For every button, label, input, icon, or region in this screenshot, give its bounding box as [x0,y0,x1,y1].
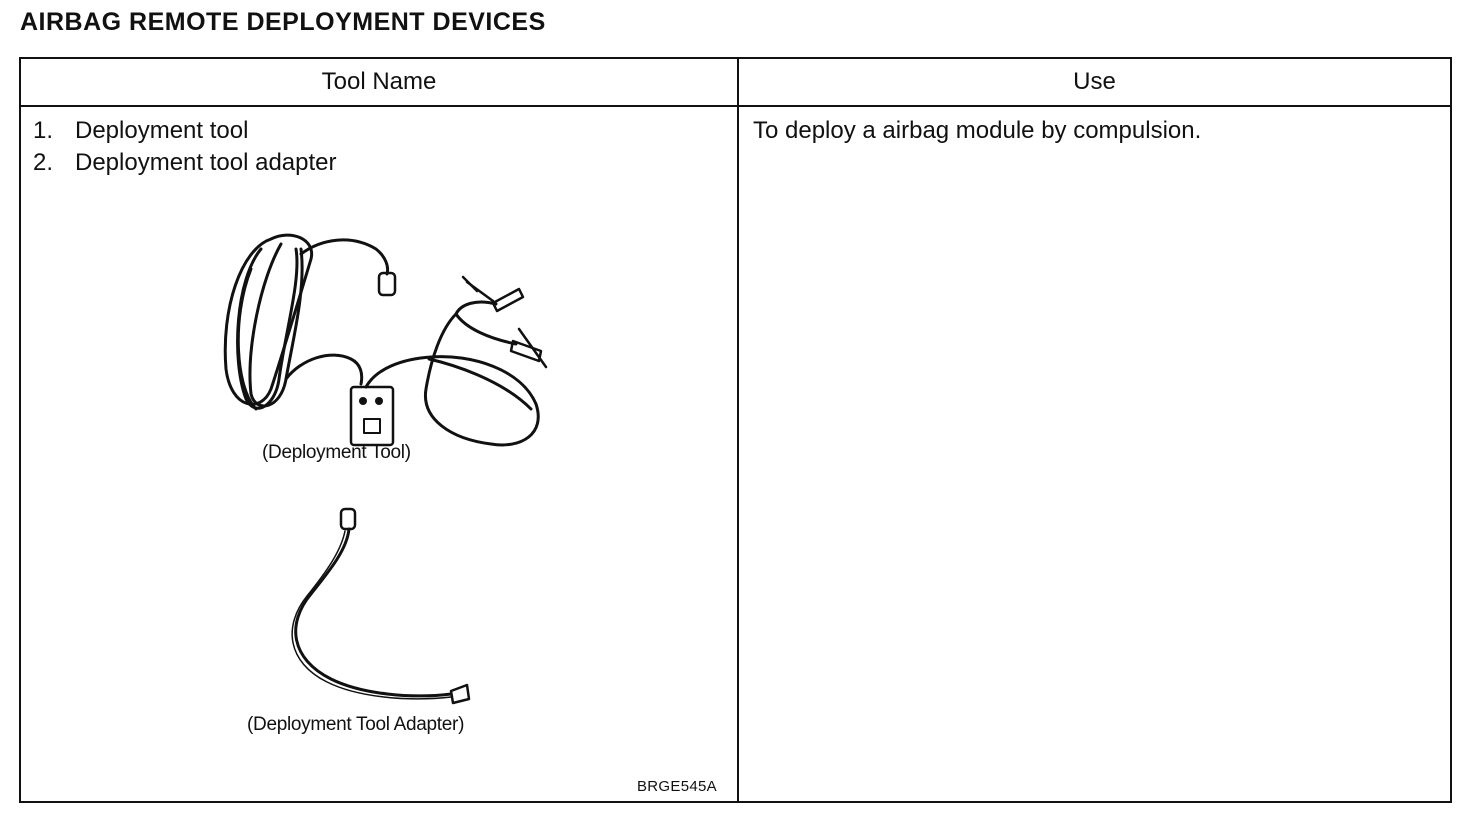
list-item-number: 2. [33,149,54,176]
deployment-tool-illustration [223,233,548,447]
list-item-label: Deployment tool adapter [75,149,337,176]
deployment-tool-adapter-illustration [291,507,471,705]
list-item: 2. Deployment tool adapter [33,147,337,179]
column-divider [737,59,739,801]
deployment-tool-caption: (Deployment Tool) [262,442,411,463]
tool-list: 1. Deployment tool 2. Deployment tool adap… [33,115,337,179]
column-header-tool-name: Tool Name [321,68,437,95]
list-item-number: 1. [33,117,54,144]
list-item-label: Deployment tool [75,117,249,144]
column-header-use: Use [1073,68,1116,95]
tool-table: Tool Name Use 1. Deployment tool 2. Deploy… [19,57,1452,803]
page-title: AIRBAG REMOTE DEPLOYMENT DEVICES [20,8,546,36]
adapter-caption: (Deployment Tool Adapter) [247,714,465,735]
list-item: 1. Deployment tool [33,115,337,147]
figure-code: BRGE545A [637,778,717,795]
use-description: To deploy a airbag module by compulsion. [753,117,1202,144]
header-divider [21,105,1450,107]
